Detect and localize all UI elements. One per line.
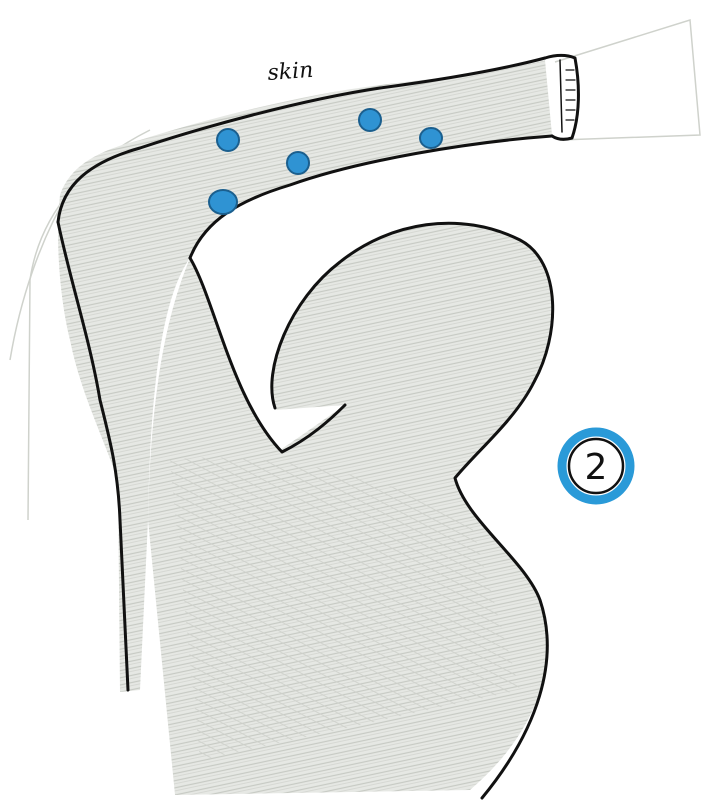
dot-5 xyxy=(209,190,237,214)
dot-1 xyxy=(217,129,239,151)
step-number: 2 xyxy=(585,447,608,488)
step-badge: 2 xyxy=(562,432,630,500)
skin-label: skin xyxy=(267,58,314,86)
dot-4 xyxy=(287,152,309,174)
dot-2 xyxy=(359,109,381,131)
dot-3 xyxy=(420,128,442,148)
